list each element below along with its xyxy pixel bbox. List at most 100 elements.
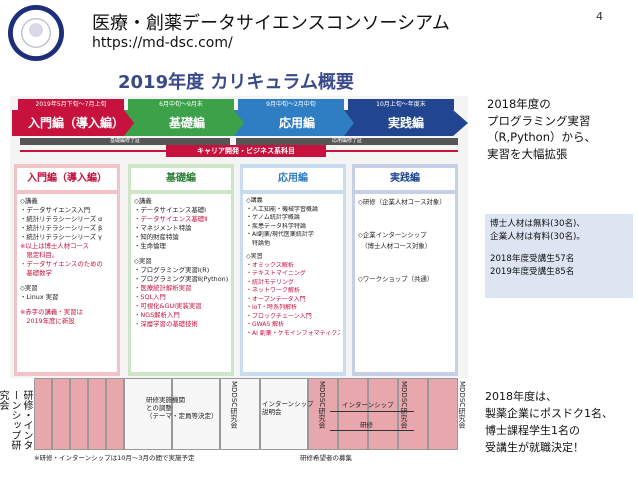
note-line: 2018年度の (487, 97, 551, 111)
note-job-placement: 2018年度は、 製薬企業にポスドク1名、 博士課程学生1名の 受講生が就職決定… (485, 388, 613, 456)
list-item: ◇研修（企業人材コース対象） (358, 198, 446, 206)
column-applied-body: ◇講義 ・人工知能・機械学習概論 ・ゲノム統計学概論 ・疾患データ科学特論 ・A… (243, 194, 343, 372)
list-item: 基礎数学 (20, 269, 52, 277)
list-item: ・NGS解析入門 (134, 311, 180, 319)
timeline-month (338, 378, 368, 450)
list-item: ・データサイエンス基礎Ⅱ (134, 215, 208, 223)
timeline-month (70, 378, 88, 450)
note-line: 博士課程学生1名の (485, 424, 580, 437)
list-item: ・データサイエンス基礎Ⅰ (134, 206, 206, 214)
timeline-month (172, 378, 220, 450)
column-practice: 実践編 ◇研修（企業人材コース対象） ◇企業インターンシップ （博士人材コース対… (352, 164, 458, 376)
list-item: ◇講義 (134, 197, 152, 205)
stage-chevron-intro: 入門編（導入編） (12, 110, 140, 136)
note-line: 2019年度受講生85名 (490, 267, 575, 277)
site-url[interactable]: https://md-dsc.com/ (92, 35, 233, 51)
list-item: ・人工知能・機械学習概論 (246, 205, 319, 213)
timeline-training: 研修 (360, 421, 373, 429)
list-item: ・統計リテラシーシリーズ α (20, 215, 103, 223)
basic-certificate-bar: 基礎編修了証 (20, 138, 230, 145)
curriculum-title: 2019年度 カリキュラム概要 (118, 72, 354, 93)
timeline-intern-briefing: インターンシップ 説明会 (262, 400, 314, 416)
page-number: 4 (596, 10, 603, 23)
column-basic: 基礎編 ◇講義 ・データサイエンス基礎Ⅰ ・データサイエンス基礎Ⅱ ・マネジメン… (128, 164, 234, 376)
column-basic-title: 基礎編 (131, 168, 231, 190)
timeline-month (34, 378, 52, 450)
career-subjects-label: キャリア開発・ビジネス系科目 (166, 145, 326, 157)
list-item: 限定科目。 (20, 251, 59, 259)
list-item: ・疾患データ科学特論 (246, 222, 307, 230)
list-item: ・マネジメント特論 (134, 224, 192, 232)
mddsc-meeting-a: MDDSC研究会 (230, 381, 238, 429)
list-item: ◇実習 (134, 257, 152, 265)
note-line: 2018年度受講生57名 (490, 254, 575, 264)
list-item: ・生命倫理 (134, 242, 166, 250)
timeline-footnote: ※研修・インターンシップは10月～3月の間で実施予定 (34, 454, 195, 462)
list-item: ・可視化&GUI実装実習 (134, 302, 202, 310)
list-item: ・AI創薬/現代医薬統計学 (246, 231, 314, 238)
mddsc-meeting-c: MDDSC研究会 (400, 381, 408, 429)
list-item: ・プログラミング実習Ⅰ(R) (134, 266, 210, 274)
list-item: ・ネットワーク解析 (246, 287, 301, 294)
list-item (358, 219, 452, 230)
list-item: ◇実習 (20, 284, 38, 292)
list-item: ※赤字の講義・実習は (20, 308, 83, 316)
stage-period-basic: 6月中旬～9月末 (128, 99, 234, 110)
list-item: ・統計モデリング (246, 278, 295, 286)
note-line: 博士人材は無料(30名)、 (490, 219, 585, 229)
stage-chevron-basic: 基礎編 (124, 110, 250, 136)
mddsc-meeting-b: MDDSC研究会 (318, 381, 326, 429)
timeline-month (106, 378, 124, 450)
list-item: ・プログラミング実習Ⅱ(Python) (134, 275, 228, 283)
list-item: ・AI 創薬・ケモインフォマティクス入門 (246, 329, 340, 337)
column-intro-title: 入門編（導入編） (17, 168, 117, 190)
list-item: ※以上は博士人材コース (20, 242, 89, 250)
timeline-matching: 研修実施機関 との調整 （テーマ・定員等決定） (146, 396, 218, 420)
list-item (358, 263, 452, 274)
timeline-month (260, 378, 308, 450)
stage-chevron-applied: 応用編 (234, 110, 360, 136)
timeline-month (308, 378, 338, 450)
stage-period-intro: 2019年5月下旬～7月上旬 (18, 99, 124, 110)
mddsc-meeting-d: MDDSC研究会 (458, 381, 466, 429)
list-item: ◇ワークショップ（共通） (358, 275, 434, 283)
note-line: 受講生が就職決定！ (485, 441, 584, 454)
note-programming-expansion: 2018年度の プログラミング実習 （R,Python）から、 実習を大幅拡張 (487, 96, 596, 162)
note-line: 製薬企業にポスドク1名、 (485, 407, 613, 420)
list-item: ・テキストマイニング (246, 270, 306, 277)
column-applied-title: 応用編 (243, 168, 343, 190)
list-item: ◇講義 (20, 197, 38, 205)
column-intro-body: ◇講義 ・データサイエンス入門 ・統計リテラシーシリーズ α ・統計リテラシーシ… (17, 194, 117, 372)
page-title: 医療・創薬データサイエンスコンソーシアム (92, 13, 450, 34)
note-line: プログラミング実習 (487, 113, 591, 128)
list-item: ◇実習 (246, 253, 263, 260)
stage-chevron-practice: 実践編 (344, 110, 468, 136)
intern-arrow (330, 411, 414, 412)
timeline-month (398, 378, 428, 450)
list-item: ・オミックス解析 (246, 261, 294, 269)
timeline-recruit: 研修希望者の募集 (300, 454, 352, 462)
timeline-month (124, 378, 172, 450)
column-basic-body: ◇講義 ・データサイエンス基礎Ⅰ ・データサイエンス基礎Ⅱ ・マネジメント特論 … (131, 194, 231, 372)
list-item: ◇講義 (246, 197, 263, 204)
note-line (490, 244, 628, 253)
stage-period-applied: 9月中旬～2月中旬 (238, 99, 344, 110)
list-item: ・ゲノム統計学概論 (246, 214, 300, 221)
enrollment-info-box: 博士人材は無料(30名)、 企業人材は有料(30名)。 2018年度受講生57名… (485, 214, 633, 298)
timeline-month (220, 378, 260, 450)
column-applied: 応用編 ◇講義 ・人工知能・機械学習概論 ・ゲノム統計学概論 ・疾患データ科学特… (240, 164, 346, 376)
note-line: 企業人材は有料(30名)。 (490, 232, 585, 242)
list-item: 2019年度に新設 (20, 317, 75, 325)
timeline-month (368, 378, 398, 450)
timeline-intern: インターンシップ (342, 401, 394, 409)
list-item: ・ブロックチェーン入門 (246, 312, 312, 320)
timeline-month (88, 378, 106, 450)
training-arrow (330, 430, 414, 431)
column-intro: 入門編（導入編） ◇講義 ・データサイエンス入門 ・統計リテラシーシリーズ α … (14, 164, 120, 376)
list-item: ◇企業インターンシップ (358, 231, 427, 239)
timeline-month (52, 378, 70, 450)
list-item: ・知的財産特論 (134, 233, 179, 241)
list-item: （博士人材コース対象） (358, 242, 432, 250)
column-practice-title: 実践編 (355, 168, 455, 190)
list-item: ・医療統計解析実習 (134, 284, 192, 292)
